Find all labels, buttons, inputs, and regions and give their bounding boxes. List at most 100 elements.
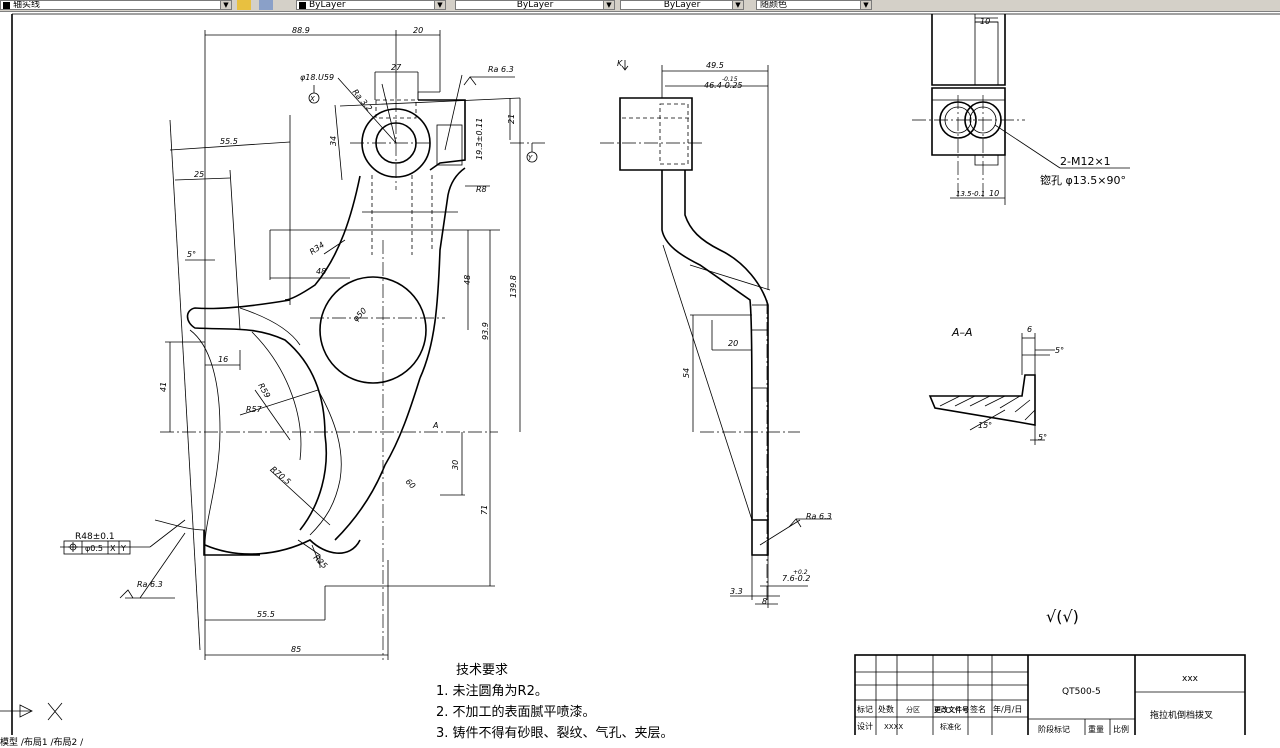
layer-dropdown[interactable]: 轴实线 ▼ [0, 0, 232, 10]
chevron-down-icon[interactable]: ▼ [220, 1, 231, 9]
dim-48-h: 48 [316, 267, 326, 276]
dim-r34: R34 [308, 240, 326, 256]
section-a-label: A [432, 421, 438, 430]
dim-19-3: 19.3±0.11 [475, 118, 484, 160]
dim-3-3: 3.3 [730, 587, 743, 596]
top-view-dimensions: 10 2-M12×1 锪孔 φ13.5×90° 13.5-0.1 10 [956, 17, 1126, 198]
linetype-value: ByLayer [516, 0, 554, 10]
dim-60: 60 [404, 477, 418, 491]
technical-notes: 技术要求 1. 未注圆角为R2。 2. 不加工的表面腻平喷漆。 3. 铸件不得有… [436, 660, 674, 744]
tb-std-label: 标准化 [940, 722, 961, 731]
tb-stage-label: 阶段标记 [1038, 724, 1070, 734]
ucs-icon [0, 702, 63, 721]
layout-tabs-label[interactable]: 模型 /布局1 /布局2 / [0, 738, 84, 748]
chevron-down-icon[interactable]: ▼ [434, 1, 445, 9]
dim-r70-5: R70.5 [269, 465, 293, 487]
layer-state-icon[interactable] [237, 0, 251, 10]
section-a-a[interactable] [928, 333, 1055, 445]
dim-71: 71 [480, 505, 489, 515]
tb-weight-label: 重量 [1088, 724, 1104, 734]
tb-material: QT500-5 [1062, 687, 1101, 697]
ra-top: Ra 6.3 [488, 65, 514, 74]
front-view[interactable] [60, 30, 545, 660]
view-k-label: K [617, 59, 623, 68]
ra-side: Ra 6.3 [806, 512, 832, 521]
dim-8: 8 [762, 597, 767, 606]
ra-hole: Ra 3.2 [350, 88, 373, 113]
general-roughness-symbol: √(√) [1046, 607, 1079, 626]
tb-date: 年/月/日 [993, 704, 1022, 714]
tb-zone: 分区 [906, 705, 920, 714]
layer-stack-icon[interactable] [259, 0, 273, 10]
dim-54: 54 [682, 368, 691, 378]
hole-dim: φ18.U59 [300, 73, 334, 82]
dim-7-6: 7.6-0.2 [782, 574, 810, 583]
chevron-down-icon[interactable]: ▼ [860, 1, 871, 9]
title-block-text: 标记 处数 分区 更改文件号 签名 年/月/日 设计 XXXX 标准化 QT50… [857, 674, 1213, 734]
tolerance-value: φ0.5 [85, 544, 103, 553]
title-block [854, 654, 1246, 735]
dim-41: 41 [159, 382, 168, 392]
ra-left: Ra 6.3 [137, 580, 163, 589]
note-1: 1. 未注圆角为R2。 [436, 684, 548, 699]
tb-change-doc: 更改文件号 [934, 705, 969, 714]
lineweight-dropdown[interactable]: ByLayer ▼ [620, 0, 744, 10]
section-title: A–A [951, 326, 973, 339]
dim-27: 27 [391, 63, 402, 72]
color-dropdown[interactable]: ByLayer ▼ [296, 0, 446, 10]
layout-tabs[interactable]: 模型 /布局1 /布局2 / [0, 735, 83, 748]
color-swatch [299, 2, 306, 9]
dim-13-5: 13.5-0.1 [956, 190, 985, 198]
tb-count: 处数 [878, 704, 894, 714]
color-value: ByLayer [309, 0, 346, 10]
tb-company: xxx [1182, 674, 1199, 684]
dim-88-9: 88.9 [292, 26, 310, 35]
chevron-down-icon[interactable]: ▼ [603, 1, 614, 9]
drawing-canvas[interactable]: 88.9 20 27 55.5 25 5° φ18.U59 X Ra 3.2 R… [0, 11, 1280, 735]
dim-r48: R48±0.1 [75, 532, 115, 542]
dim-55-5-b: 55.5 [257, 610, 275, 619]
dim-7-6-tol: +0.2 [793, 569, 808, 576]
tolerance-datum-y: Y [120, 544, 126, 553]
dim-20: 20 [413, 26, 423, 35]
dim-r8: R8 [476, 185, 487, 194]
dim-5-deg-a: 5° [1055, 346, 1064, 355]
dim-10-bottom: 10 [989, 189, 999, 198]
dim-r57: R57 [246, 405, 263, 414]
dim-6: 6 [1027, 325, 1032, 334]
dim-139-8: 139.8 [509, 275, 518, 298]
dim-46-4-tol: -0.15 [722, 76, 738, 83]
plotstyle-dropdown[interactable]: 随颜色 ▼ [756, 0, 872, 10]
dim-5-deg: 5° [187, 250, 196, 259]
dim-25: 25 [194, 170, 204, 179]
countersink-callout: 锪孔 φ13.5×90° [1040, 174, 1126, 187]
tb-design-label: 设计 [857, 721, 873, 731]
tolerance-datum-x: X [110, 544, 116, 553]
datum-x-label: X [309, 95, 315, 103]
dim-85: 85 [291, 645, 301, 654]
thread-callout: 2-M12×1 [1060, 155, 1111, 168]
properties-toolbar: 轴实线 ▼ ByLayer ▼ ByLayer ▼ ByLayer ▼ 随颜色 … [0, 0, 1280, 12]
dim-r59: R59 [256, 382, 272, 400]
layer-color-swatch [3, 2, 10, 9]
top-view[interactable] [912, 14, 1130, 205]
dim-5-deg-b: 5° [1038, 433, 1047, 442]
dim-48-v: 48 [463, 275, 472, 285]
note-3: 3. 铸件不得有砂眼、裂纹、气孔、夹层。 [436, 726, 674, 741]
note-2: 2. 不加工的表面腻平喷漆。 [436, 705, 596, 720]
chevron-down-icon[interactable]: ▼ [732, 1, 743, 9]
dim-15-deg: 15° [978, 421, 992, 430]
dim-46-4: 46.4-0.25 [704, 81, 743, 90]
notes-title: 技术要求 [456, 663, 509, 678]
linetype-dropdown[interactable]: ByLayer ▼ [455, 0, 615, 10]
dim-r25: R25 [312, 553, 330, 571]
dim-20-side: 20 [728, 339, 738, 348]
tb-part-name: 拖拉机倒档拨叉 [1150, 709, 1213, 721]
side-view[interactable] [600, 60, 832, 608]
tb-mark: 标记 [857, 704, 873, 714]
dim-30: 30 [451, 460, 460, 470]
dim-55-5: 55.5 [220, 137, 238, 146]
dim-21: 21 [507, 114, 516, 124]
dim-16: 16 [218, 355, 228, 364]
datum-y-label: Y [528, 154, 533, 162]
